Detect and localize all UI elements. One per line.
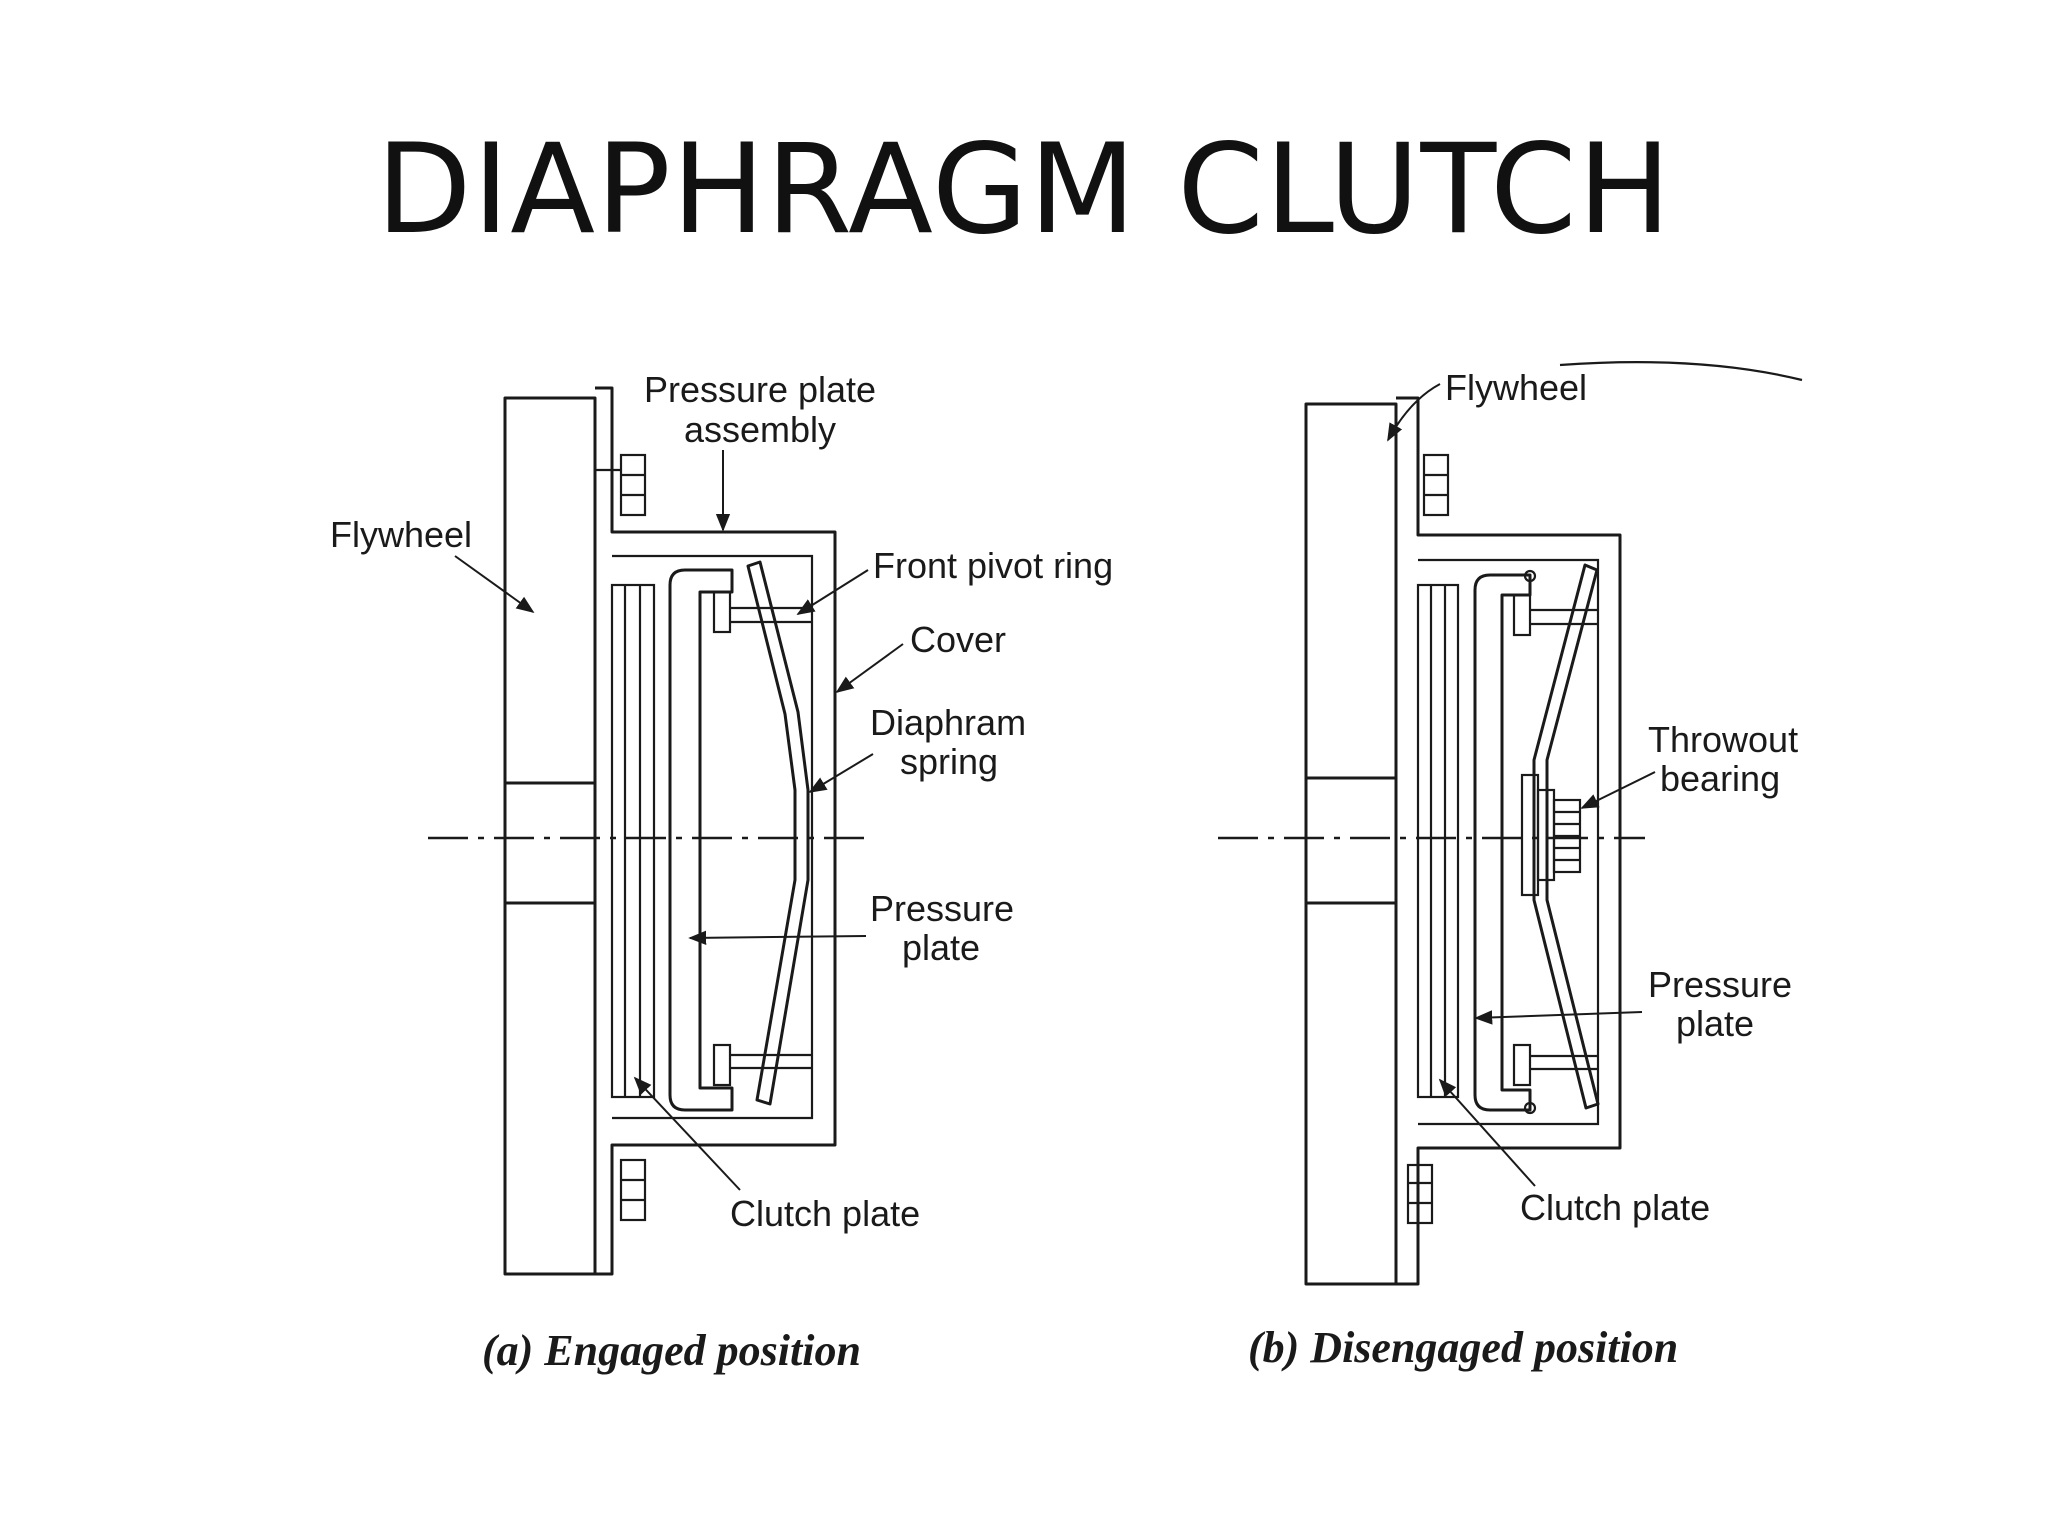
arrow-throwout-bearing xyxy=(1580,771,1656,809)
label-throwout-bearing-2: bearing xyxy=(1660,758,1780,799)
arrow-flywheel-a xyxy=(454,555,535,614)
flywheel-a xyxy=(503,396,597,1276)
bolt-a-bottom xyxy=(619,1158,647,1222)
bolt-a-top xyxy=(595,453,647,517)
label-diaphragm-spring-1: Diaphram xyxy=(870,702,1026,743)
arrow-flywheel-b xyxy=(1387,383,1441,442)
arrow-front-pivot-ring xyxy=(796,569,869,615)
caption-engaged: (a) Engaged position xyxy=(482,1326,861,1375)
label-diaphragm-spring-2: spring xyxy=(900,741,998,782)
label-front-pivot-ring: Front pivot ring xyxy=(873,545,1113,586)
label-flywheel-b: Flywheel xyxy=(1445,367,1587,408)
cover-a xyxy=(595,386,837,1276)
disengaged-view: Flywheel Throwout bearing Pressure plate… xyxy=(1218,361,1803,1372)
label-pressure-plate-b-2: plate xyxy=(1676,1003,1754,1044)
arrow-clutch-plate-a xyxy=(633,1076,741,1191)
label-pressure-plate-b-1: Pressure xyxy=(1648,964,1792,1005)
clutch-plate-a xyxy=(610,583,656,1099)
bolt-b-top xyxy=(1422,453,1450,517)
arrow-clutch-plate-b xyxy=(1438,1078,1536,1187)
arrow-diaphragm-spring xyxy=(808,753,874,793)
arrow-pressure-plate-b xyxy=(1474,1010,1643,1025)
arrow-cover xyxy=(835,643,904,694)
diaphragm-spring-b xyxy=(1532,563,1600,1110)
slide-title: DIAPHRAGM CLUTCH xyxy=(376,118,1672,262)
diaphragm-spring-a xyxy=(746,560,810,1106)
engaged-view: Pressure plate assembly Flywheel Front p… xyxy=(330,369,1113,1375)
label-clutch-plate-b: Clutch plate xyxy=(1520,1187,1710,1228)
scan-edge-curve xyxy=(1559,361,1803,382)
arrow-pressure-plate-a xyxy=(688,930,867,946)
throwout-bearing xyxy=(1520,773,1582,897)
label-pressure-plate-a-2: plate xyxy=(902,927,980,968)
bolt-b-bottom xyxy=(1406,1163,1434,1225)
label-flywheel-a: Flywheel xyxy=(330,514,472,555)
label-clutch-plate-a: Clutch plate xyxy=(730,1193,920,1234)
label-pressure-plate-assembly-2: assembly xyxy=(684,409,836,450)
cover-b xyxy=(1396,396,1622,1286)
pivot-studs-b xyxy=(1512,569,1598,1115)
flywheel-b xyxy=(1304,402,1398,1286)
label-pressure-plate-assembly-1: Pressure plate xyxy=(644,369,876,410)
clutch-plate-b xyxy=(1416,583,1460,1099)
caption-disengaged: (b) Disengaged position xyxy=(1248,1323,1678,1372)
pressure-plate-a xyxy=(668,568,734,1112)
label-throwout-bearing-1: Throwout xyxy=(1648,719,1798,760)
label-cover: Cover xyxy=(910,619,1006,660)
label-pressure-plate-a-1: Pressure xyxy=(870,888,1014,929)
